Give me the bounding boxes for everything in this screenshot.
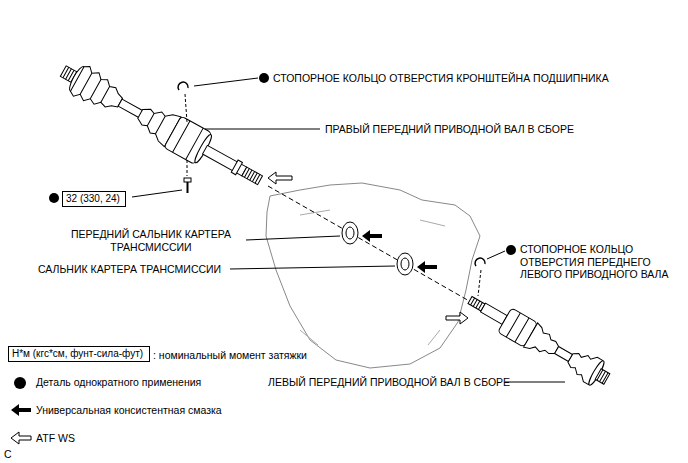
part-label: САЛЬНИК КАРТЕРА ТРАНСМИССИИ xyxy=(38,263,221,276)
axis-line xyxy=(268,186,478,306)
atf-arrow xyxy=(268,172,292,184)
figure-code: C xyxy=(4,448,12,461)
torque-box: 32 (330, 24) xyxy=(62,191,126,207)
leader-line xyxy=(230,266,395,269)
front-seal xyxy=(342,222,358,244)
atf-arrow-sample xyxy=(11,432,31,444)
leader-line xyxy=(487,251,505,259)
legend-text: : номинальный момент затяжки xyxy=(153,349,307,362)
legend-text: Универсальная консистентная смазка xyxy=(36,404,222,417)
legend-text: Деталь однократного применения xyxy=(36,376,201,389)
bolt xyxy=(184,160,191,193)
left-drive-shaft xyxy=(463,288,614,391)
leader-line xyxy=(205,129,320,130)
torque-unit-box: Н*м (кгс*см, фунт-сила-фут) xyxy=(8,346,150,362)
grease-arrow xyxy=(417,261,437,273)
snap-ring xyxy=(178,82,188,90)
single-use-dot xyxy=(506,245,516,255)
atf-arrow xyxy=(446,312,468,324)
part-label: ЛЕВЫЙ ПЕРЕДНИЙ ПРИВОДНОЙ ВАЛ В СБОРЕ xyxy=(268,376,510,389)
part-label: СТОПОРНОЕ КОЛЬЦО ОТВЕРСТИЯ КРОНШТЕЙНА ПО… xyxy=(273,72,609,85)
leader-line xyxy=(246,236,340,240)
housing-detail xyxy=(300,210,445,345)
dashed-line xyxy=(185,94,187,122)
leader-line xyxy=(505,382,565,383)
single-use-dot xyxy=(259,73,269,83)
transmission-housing xyxy=(266,183,480,368)
part-label: СТОПОРНОЕ КОЛЬЦО ОТВЕРСТИЯ ПЕРЕДНЕГО ЛЕВ… xyxy=(520,243,670,281)
part-label: ПРАВЫЙ ПЕРЕДНИЙ ПРИВОДНОЙ ВАЛ В СБОРЕ xyxy=(325,123,574,136)
grease-arrow xyxy=(362,230,382,242)
single-use-dot xyxy=(49,193,59,203)
legend-swatch xyxy=(14,377,26,389)
node-text: Н*м (кгс*см, фунт-сила-фут) xyxy=(12,348,146,360)
grease-arrow-sample xyxy=(11,404,31,416)
dashed-line xyxy=(478,270,481,296)
leader-line xyxy=(194,78,258,86)
right-drive-shaft xyxy=(55,55,269,196)
seal xyxy=(397,253,413,275)
legend-text: ATF WS xyxy=(36,432,75,445)
node-text: 32 (330, 24) xyxy=(66,193,122,205)
leader-line xyxy=(132,190,182,197)
snap-ring xyxy=(475,258,485,266)
part-label: ПЕРЕДНИЙ САЛЬНИК КАРТЕРА ТРАНСМИССИИ xyxy=(60,228,242,253)
